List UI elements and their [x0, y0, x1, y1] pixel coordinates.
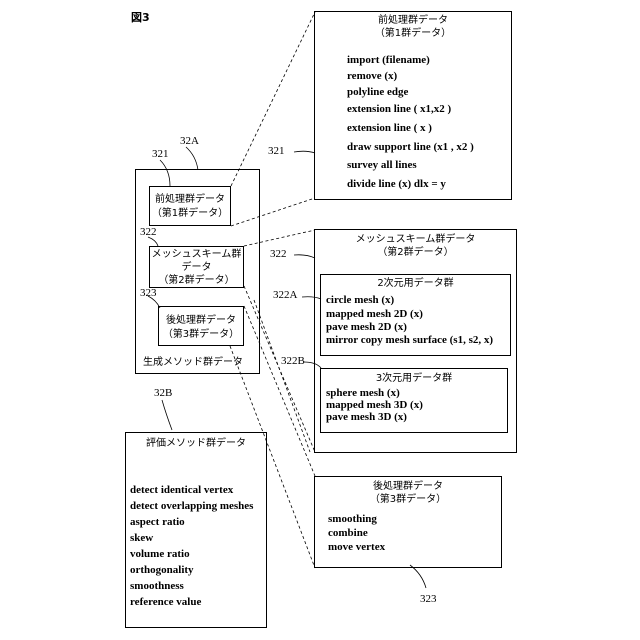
mesh-2d-item: circle mesh (x) — [326, 294, 394, 306]
leader-323-bottom — [410, 565, 426, 588]
mesh-3d-item: pave mesh 3D (x) — [326, 411, 407, 423]
ref-322-right: 322 — [270, 248, 287, 260]
mesh-2d-item: mapped mesh 2D (x) — [326, 308, 423, 320]
post-small-line2: （第3群データ） — [158, 328, 244, 341]
post-panel-title1: 後処理群データ — [314, 480, 502, 493]
leader-322-right — [294, 255, 315, 258]
mesh-2d-item: mirror copy mesh surface (s1, s2, x) — [326, 334, 493, 346]
pre-item: extension line ( x ) — [347, 122, 432, 134]
pre-process-small-box — [149, 186, 231, 226]
ref-322B: 322B — [281, 355, 305, 367]
eval-item: aspect ratio — [130, 516, 185, 528]
leader-32A — [186, 147, 198, 170]
eval-item: reference value — [130, 596, 201, 608]
ref-321-right: 321 — [268, 145, 285, 157]
post-small-line1: 後処理群データ — [158, 314, 244, 327]
eval-item: orthogonality — [130, 564, 194, 576]
ref-323-bottom: 323 — [420, 593, 437, 605]
pre-item: remove (x) — [347, 70, 397, 82]
mesh-panel-title1: メッシュスキーム群データ — [314, 233, 517, 246]
pre-small-line2: （第1群データ） — [149, 207, 231, 220]
pre-panel-title1: 前処理群データ — [314, 14, 512, 27]
leader-321-right — [294, 151, 315, 153]
ref-32B: 32B — [154, 387, 172, 399]
eval-item: skew — [130, 532, 153, 544]
mesh-panel-title2: （第2群データ） — [314, 246, 517, 259]
pre-item: survey all lines — [347, 159, 417, 171]
eval-panel-title: 評価メソッド群データ — [125, 437, 267, 450]
post-item: move vertex — [328, 541, 385, 553]
post-panel-title2: （第3群データ） — [314, 493, 502, 506]
mesh-3d-item: mapped mesh 3D (x) — [326, 399, 423, 411]
eval-item: volume ratio — [130, 548, 190, 560]
generation-group-caption: 生成メソッド群データ — [143, 356, 243, 369]
mesh-small-line1: メッシュスキーム群 — [149, 248, 244, 261]
pre-item: polyline edge — [347, 86, 408, 98]
pre-item: draw support line (x1 , x2 ) — [347, 141, 474, 153]
mesh-3d-title: 3次元用データ群 — [320, 372, 508, 385]
mesh-small-line2: データ — [149, 261, 244, 274]
post-item: combine — [328, 527, 368, 539]
ref-322A: 322A — [273, 289, 297, 301]
eval-item: detect overlapping meshes — [130, 500, 253, 512]
pre-panel-title2: （第1群データ） — [314, 27, 512, 40]
mesh-3d-item: sphere mesh (x) — [326, 387, 400, 399]
mesh-2d-title: 2次元用データ群 — [320, 277, 511, 290]
eval-item: smoothness — [130, 580, 184, 592]
pre-item: divide line (x) dlx = y — [347, 178, 446, 190]
expand-pre-top — [231, 12, 315, 186]
figure-title: 図3 — [131, 9, 150, 25]
pre-item: import (filename) — [347, 54, 430, 66]
mesh-2d-item: pave mesh 2D (x) — [326, 321, 407, 333]
pre-small-line1: 前処理群データ — [149, 193, 231, 206]
ref-32A: 32A — [180, 135, 199, 147]
pre-item: extension line ( x1,x2 ) — [347, 103, 451, 115]
eval-item: detect identical vertex — [130, 484, 233, 496]
leader-32B — [162, 400, 172, 430]
expand-mesh-bottom-b — [254, 300, 310, 452]
post-item: smoothing — [328, 513, 377, 525]
mesh-small-line3: （第2群データ） — [149, 274, 244, 287]
ref-321-left: 321 — [152, 148, 169, 160]
